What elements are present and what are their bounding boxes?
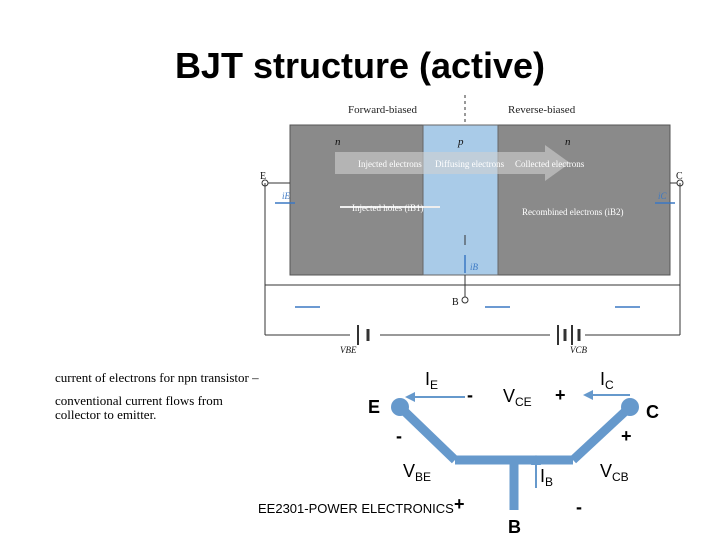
voltage-vcb-label: VCB <box>570 345 588 355</box>
label-reverse-biased: Reverse-biased <box>508 104 576 116</box>
vcb-plus-sign: + <box>621 426 632 446</box>
voltage-vbe-label: VBE <box>340 345 357 355</box>
label-collected-electrons: Collected electrons <box>515 159 585 169</box>
label-injected-electrons: Injected electrons <box>358 159 422 169</box>
node-e-label: E <box>368 397 380 417</box>
label-region-n-left: n <box>335 136 341 148</box>
terminal-c-label: C <box>676 171 683 182</box>
label-forward-biased: Forward-biased <box>348 104 418 116</box>
ib-arrowhead <box>531 455 541 465</box>
current-ib-label: iB <box>470 262 479 272</box>
bjt-structure-figure: Forward-biased Reverse-biased n p n Inje… <box>260 95 684 355</box>
node-c <box>621 398 639 416</box>
terminal-e-label: E <box>260 171 266 182</box>
vbe-label: VBE <box>403 461 431 484</box>
vcb-label: VCB <box>600 461 629 484</box>
p-region <box>422 124 499 276</box>
terminal-b-label: B <box>452 297 459 308</box>
footer-course-code: EE2301-POWER ELECTRONICS <box>258 501 454 516</box>
collector-branch <box>569 403 634 464</box>
node-c-label: C <box>646 402 659 422</box>
vce-label: VCE <box>503 386 532 409</box>
ib-label: IB <box>540 466 553 489</box>
emitter-branch <box>396 403 459 464</box>
label-region-p: p <box>457 136 464 148</box>
note-electron-current: current of electrons for npn transistor … <box>55 370 259 385</box>
ic-arrowhead <box>583 390 593 400</box>
note-conventional-current: conventional current flows from collecto… <box>55 393 223 422</box>
current-ic-label: iC <box>658 191 668 201</box>
vce-minus-sign: - <box>467 385 473 405</box>
current-ie-label: iE <box>282 191 291 201</box>
node-e <box>391 398 409 416</box>
vbe-plus-sign: + <box>454 494 465 514</box>
label-injected-holes: Injected holes (iB1) <box>352 203 423 213</box>
ie-label: IE <box>425 369 438 392</box>
ie-arrowhead <box>405 392 415 402</box>
vce-plus-sign: + <box>555 385 566 405</box>
label-recombined-electrons: Recombined electrons (iB2) <box>522 207 623 217</box>
ic-label: IC <box>600 369 614 392</box>
label-diffusing-electrons: Diffusing electrons <box>435 159 505 169</box>
vcb-minus-sign: - <box>576 497 582 517</box>
node-b-label: B <box>508 517 521 537</box>
slide-title: BJT structure (active) <box>174 45 546 86</box>
label-region-n-right: n <box>565 136 571 148</box>
vbe-minus-sign: - <box>396 426 402 446</box>
